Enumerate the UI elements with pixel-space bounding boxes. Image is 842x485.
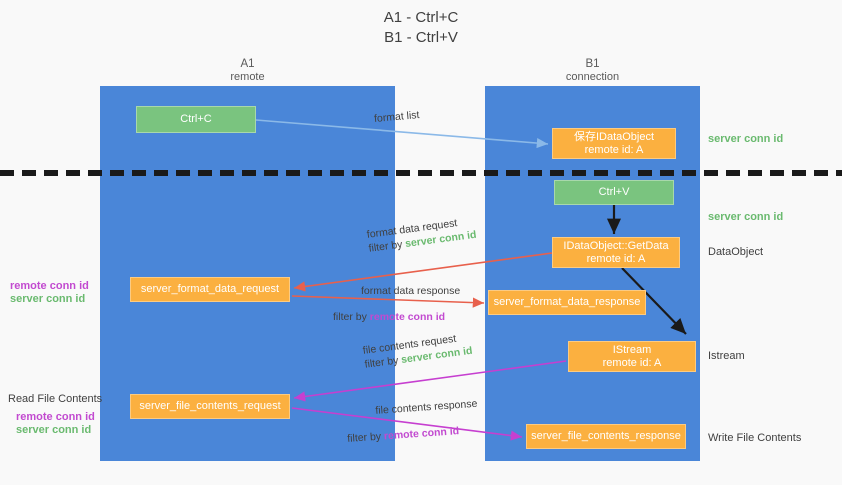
title-line-1: A1 - Ctrl+C [383,9,459,26]
annotation-left-server-conn-1: server conn id [10,293,86,305]
flow-fdresp-key: remote conn id [369,311,446,323]
flow-fcresp-prefix: filter by [346,430,385,445]
lane-b1-role: connection [565,71,620,83]
annotation-dataobject: DataObject [708,246,764,258]
node-ctrl-v[interactable]: Ctrl+V [554,180,674,205]
flow-fdresp-line1: format data response [361,285,461,297]
flow-fdreq-prefix: filter by [367,238,406,255]
node-ctrl-c[interactable]: Ctrl+C [136,106,256,133]
lane-a1-name: A1 [240,58,255,70]
annotation-istream: Istream [708,350,745,362]
node-server-format-data-response[interactable]: server_format_data_response [488,290,646,315]
annotation-left-remote-conn-2: remote conn id [16,411,95,423]
phase-divider [0,170,842,176]
annotation-server-conn-mid: server conn id [708,211,784,223]
node-idataobject-getdata[interactable]: IDataObject::GetData remote id: A [552,237,680,268]
annotation-read-file-contents: Read File Contents [8,393,103,405]
flow-label-format-data-response: format data response filter by remote co… [333,284,460,324]
node-server-file-contents-response-label: server_file_contents_response [531,430,681,442]
lane-a1-role: remote [230,71,265,83]
annotation-server-conn-top: server conn id [708,133,784,145]
lane-header-a1: A1 remote [100,58,395,84]
node-server-format-data-request-label: server_format_data_request [140,283,280,295]
flow-label-format-list-text: format list [373,109,420,125]
node-getdata-title: IDataObject::GetData [563,239,669,252]
node-server-file-contents-response[interactable]: server_file_contents_response [526,424,686,449]
flow-fcresp-line2: filter by remote conn id [347,423,480,446]
lane-b1-name: B1 [585,58,600,70]
lane-header-b1: B1 connection [485,58,700,84]
node-server-file-contents-request-label: server_file_contents_request [139,400,281,412]
diagram-title: A1 - Ctrl+C B1 - Ctrl+V [0,8,842,48]
flow-fcresp-key: remote conn id [383,425,460,443]
flow-fcreq-prefix: filter by [363,354,402,371]
flow-label-file-contents-response: file contents response filter by remote … [345,397,480,446]
node-server-format-data-request[interactable]: server_format_data_request [130,277,290,302]
flow-fdresp-line2: filter by remote conn id [333,310,460,324]
node-istream[interactable]: IStream remote id: A [568,341,696,372]
annotation-left-server-conn-2: server conn id [16,424,92,436]
node-save-idataobject-title: 保存IDataObject [573,130,655,143]
node-save-idataobject-id: remote id: A [584,143,644,156]
flow-fdresp-prefix: filter by [333,311,370,323]
node-ctrl-v-label: Ctrl+V [598,186,630,198]
node-server-format-data-response-label: server_format_data_response [493,296,641,308]
annotation-write-file-contents: Write File Contents [708,432,802,444]
node-getdata-id: remote id: A [586,252,646,265]
title-line-2: B1 - Ctrl+V [384,29,458,46]
node-server-file-contents-request[interactable]: server_file_contents_request [130,394,290,419]
annotation-left-remote-conn-1: remote conn id [10,280,89,292]
flow-label-format-list: format list [373,108,420,126]
node-ctrl-c-label: Ctrl+C [180,113,212,125]
node-istream-title: IStream [612,343,652,356]
node-save-idataobject[interactable]: 保存IDataObject remote id: A [552,128,676,159]
node-istream-id: remote id: A [602,356,662,369]
